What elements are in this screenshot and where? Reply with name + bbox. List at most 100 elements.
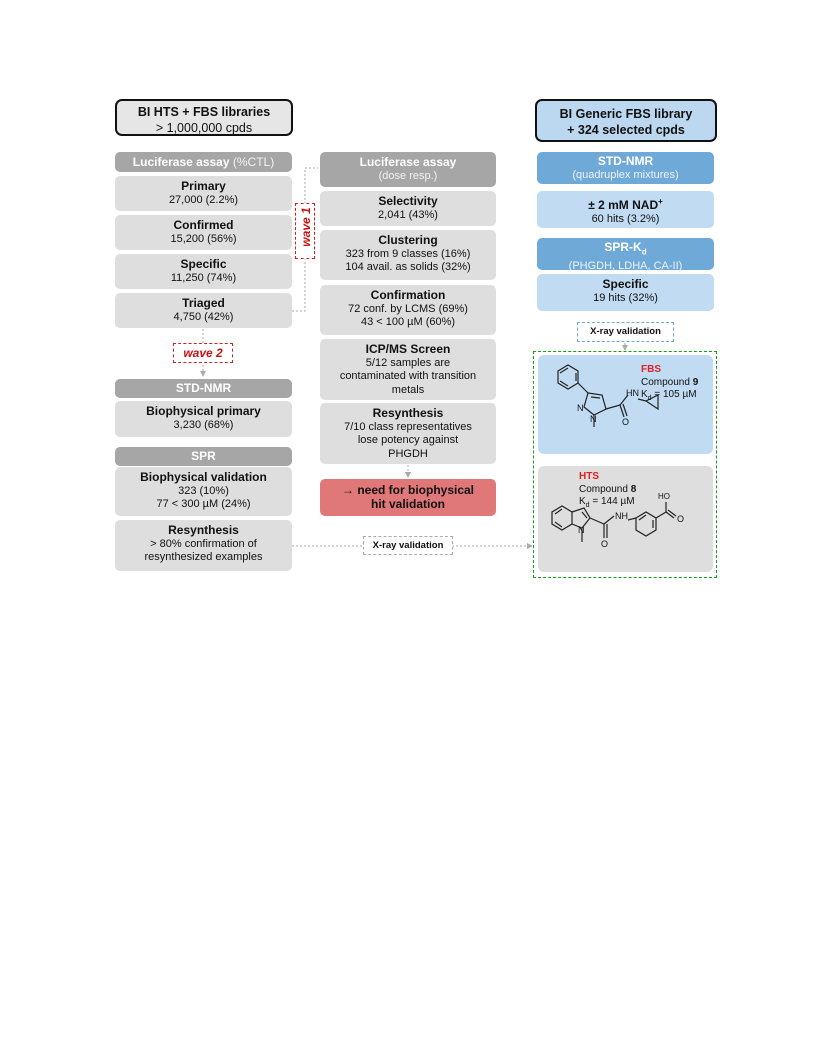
right-library-box: BI Generic FBS library + 324 selected cp… (535, 99, 717, 142)
fbs-atom-h: H (626, 388, 633, 398)
middle-luciferase-sub: (dose resp.) (378, 170, 438, 182)
left-library-title: BI HTS + FBS libraries (137, 105, 271, 119)
nad-title: ± 2 mM NAD (588, 198, 659, 212)
hts-atom-n: N (578, 525, 585, 535)
selectivity-title: Selectivity (378, 194, 438, 208)
selectivity-value: 2,041 (43%) (378, 208, 438, 221)
right-std-nmr-sub: (quadruplex mixtures) (572, 169, 679, 181)
right-std-nmr-header: STD-NMR (quadruplex mixtures) (537, 152, 714, 184)
middle-resynthesis-box: Resynthesis 7/10 class representatives l… (320, 403, 496, 464)
hts-compound-line: Compound 8 (579, 484, 636, 496)
left-luciferase-header: Luciferase assay (%CTL) (115, 152, 292, 172)
nad-sup: + (658, 197, 663, 206)
right-specific-box: Specific 19 hits (32%) (537, 274, 714, 311)
left-resynthesis-line1: > 80% confirmation of (150, 537, 257, 550)
clustering-line1: 323 from 9 classes (16%) (345, 247, 471, 260)
right-spr-subscript: d (641, 247, 647, 257)
right-spr-sub: (PHGDH, LDHA, CA-II) (568, 260, 683, 273)
clustering-title: Clustering (378, 233, 438, 247)
fbs-kd-k: K (641, 389, 648, 400)
left-std-nmr-header: STD-NMR (115, 379, 292, 398)
fbs-atom-n2: N (590, 414, 597, 424)
clustering-line2: 104 avail. as solids (32%) (345, 261, 471, 273)
fbs-atom-nh: HN (626, 388, 639, 398)
icp-ms-title: ICP/MS Screen (365, 342, 451, 356)
hts-kd-line: Kd = 144 µM (579, 496, 635, 512)
left-library-subtitle: > 1,000,000 cpds (155, 121, 253, 135)
left-resynthesis-box: Resynthesis > 80% confirmation of resynt… (115, 520, 292, 571)
hts-kd-value: = 144 µM (589, 496, 635, 507)
left-luciferase-title: Luciferase assay (132, 155, 230, 169)
hts-label: HTS (579, 471, 599, 482)
fbs-kd-value: = 105 µM (651, 389, 697, 400)
fbs-compound-number: 9 (692, 377, 699, 388)
fbs-kd-line: Kd = 105 µM (641, 389, 697, 405)
biophysical-primary-box: Biophysical primary 3,230 (68%) (115, 401, 292, 437)
hts-compound-prefix: Compound (579, 484, 631, 495)
nad-box: ± 2 mM NAD+ 60 hits (3.2%) (537, 191, 714, 228)
hts-compound-card: N O NH HO O HTS Compound 8 Kd = 144 µM (538, 466, 713, 572)
right-specific-title: Specific (602, 277, 649, 291)
wave1-text: wave 1 (299, 207, 313, 247)
hts-compound-number: 8 (630, 484, 637, 495)
step-confirmed: Confirmed 15,200 (56%) (115, 215, 292, 250)
step-primary: Primary 27,000 (2.2%) (115, 176, 292, 211)
xray-validation-bottom-label: X-ray validation (363, 536, 453, 555)
hts-kd-k: K (579, 496, 586, 507)
biophysical-validation-line2: 77 < 300 µM (24%) (156, 498, 251, 510)
left-luciferase-suffix: (%CTL) (229, 155, 275, 169)
step-primary-title: Primary (181, 179, 226, 193)
right-spr-header: SPR-Kd (PHGDH, LDHA, CA-II) (537, 238, 714, 273)
fbs-atom-n: N (632, 388, 640, 398)
step-triaged-title: Triaged (182, 296, 225, 310)
hts-kd-sub: d (585, 502, 590, 509)
left-library-box: BI HTS + FBS libraries > 1,000,000 cpds (115, 99, 293, 136)
fbs-compound-line: Compound 9 (641, 377, 698, 389)
fbs-atom-o: O (622, 417, 630, 427)
biophysical-validation-title: Biophysical validation (140, 470, 267, 484)
hts-atom-nh: NH (615, 511, 628, 521)
left-spr-header: SPR (115, 447, 292, 466)
biophysical-validation-line1: 323 (10%) (178, 484, 229, 497)
hts-atom-h: H (621, 511, 629, 521)
need-validation-line2: hit validation (370, 497, 445, 511)
right-specific-value: 19 hits (32%) (593, 291, 658, 304)
step-triaged: Triaged 4,750 (42%) (115, 293, 292, 328)
middle-resynthesis-line3: PHGDH (388, 447, 428, 460)
fbs-kd-sub: d (647, 395, 652, 402)
hts-atom-o2: O (677, 514, 685, 524)
fbs-compound-prefix: Compound (641, 377, 693, 388)
biophysical-primary-title: Biophysical primary (146, 404, 261, 418)
wave1-label: wave 1 (295, 203, 315, 259)
middle-resynthesis-line2: lose potency against (357, 434, 459, 446)
confirmation-line2: 43 < 100 µM (60%) (360, 316, 456, 328)
xray-validation-right-label: X-ray validation (577, 322, 674, 342)
middle-resynthesis-title: Resynthesis (372, 406, 444, 420)
step-triaged-value: 4,750 (42%) (173, 310, 234, 323)
fbs-label: FBS (641, 364, 661, 375)
hts-atom-o1: O (601, 539, 609, 549)
step-specific-value: 11,250 (74%) (170, 271, 237, 284)
step-specific-title: Specific (180, 257, 227, 271)
right-library-title: BI Generic FBS library (559, 107, 693, 121)
biophysical-validation-box: Biophysical validation 323 (10%) 77 < 30… (115, 467, 292, 516)
wave2-label: wave 2 (173, 343, 233, 363)
left-resynthesis-line2: resynthesized examples (144, 551, 263, 563)
clustering-box: Clustering 323 from 9 classes (16%) 104 … (320, 230, 496, 280)
middle-luciferase-header: Luciferase assay (dose resp.) (320, 152, 496, 187)
nad-value: 60 hits (3.2%) (591, 212, 660, 225)
selectivity-box: Selectivity 2,041 (43%) (320, 191, 496, 226)
confirmation-box: Confirmation 72 conf. by LCMS (69%) 43 <… (320, 285, 496, 335)
right-std-nmr-title: STD-NMR (597, 154, 654, 168)
icp-ms-line1: 5/12 samples are (365, 356, 451, 369)
hts-atom-n2: N (615, 511, 622, 521)
hts-structure-drawing (551, 502, 677, 542)
middle-resynthesis-line1: 7/10 class representatives (344, 420, 472, 433)
step-specific: Specific 11,250 (74%) (115, 254, 292, 289)
step-confirmed-value: 15,200 (56%) (170, 232, 237, 245)
need-validation-line1: → need for biophysical (341, 483, 475, 497)
right-library-subtitle: + 324 selected cpds (567, 123, 685, 137)
step-confirmed-title: Confirmed (173, 218, 234, 232)
right-spr-title: SPR-K (604, 240, 642, 254)
fbs-compound-card: N N O HN FBS Compound 9 Kd = 105 µM (538, 355, 713, 454)
